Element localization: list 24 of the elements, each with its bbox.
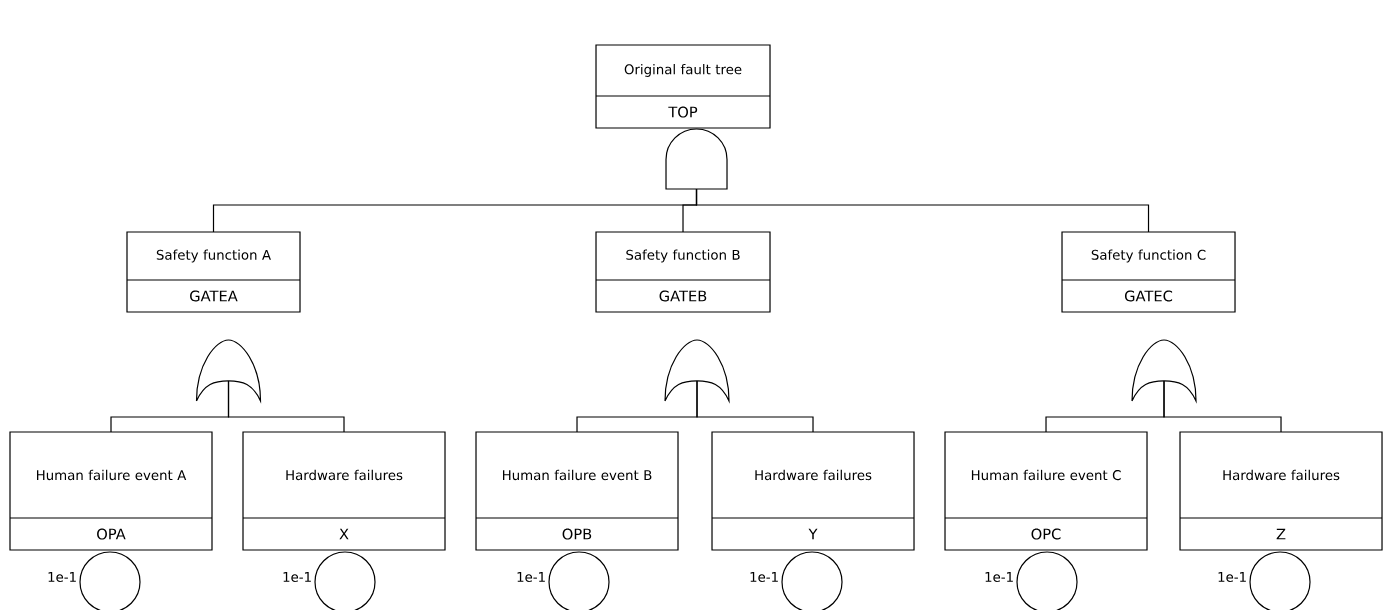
event-box: Safety function A GATEA: [126, 231, 301, 313]
event-box: Human failure event B OPB: [475, 431, 679, 551]
event-box: Hardware failures Z: [1179, 431, 1383, 551]
event-box: Safety function B GATEB: [595, 231, 771, 313]
event-box: Human failure event C OPC: [944, 431, 1148, 551]
event-box: Hardware failures X: [242, 431, 446, 551]
or-gate: [664, 339, 730, 402]
connector-line: [695, 188, 1150, 233]
probability-label: 1e-1: [517, 572, 545, 582]
event-box: Safety function C GATEC: [1061, 231, 1236, 313]
connector-line: [1163, 380, 1282, 433]
probability-label: 1e-1: [1218, 572, 1246, 582]
event-box: Human failure event A OPA: [9, 431, 213, 551]
probability-label: 1e-1: [283, 572, 311, 582]
or-gate: [1131, 339, 1197, 402]
or-gate: [195, 339, 262, 402]
probability-label: 1e-1: [985, 572, 1013, 582]
probability-label: 1e-1: [48, 572, 76, 582]
connector-line: [227, 380, 345, 433]
event-box: Hardware failures Y: [711, 431, 915, 551]
event-box: Original fault tree TOP: [595, 44, 771, 129]
connector-line: [696, 380, 814, 433]
and-gate: [665, 128, 728, 190]
probability-label: 1e-1: [750, 572, 778, 582]
